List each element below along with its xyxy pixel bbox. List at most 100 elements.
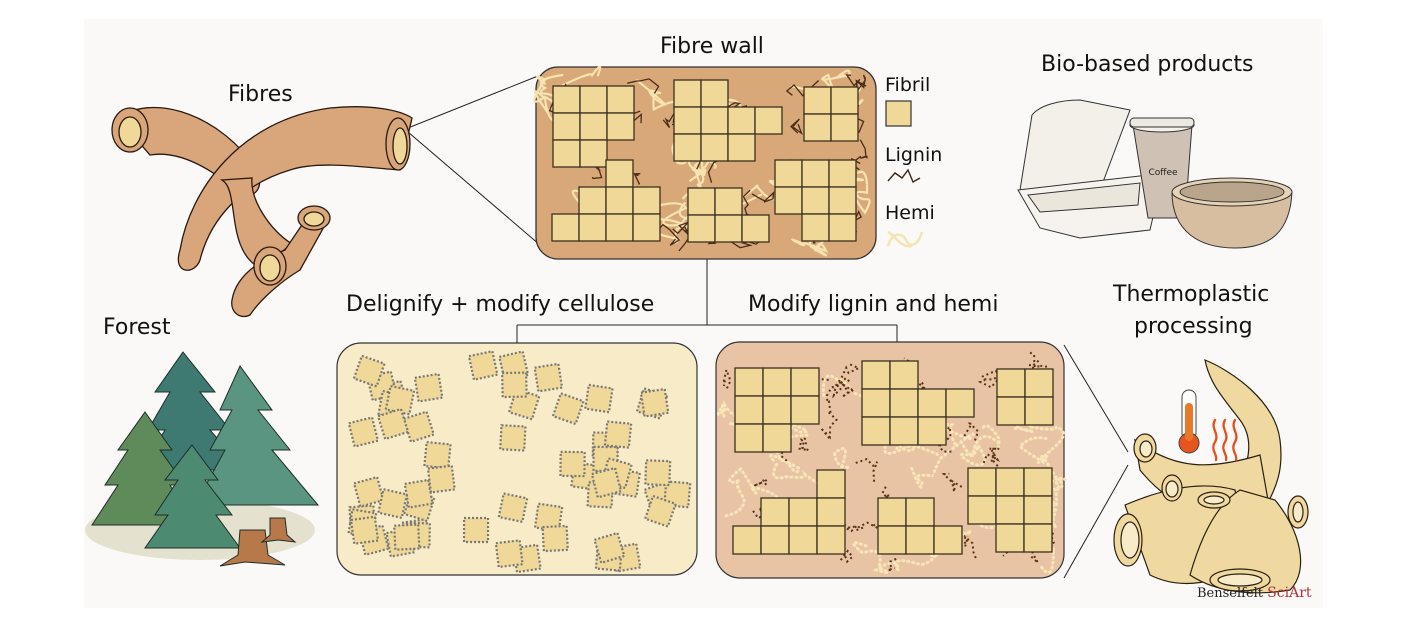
legend-hemi-label: Hemi (885, 202, 935, 224)
dispersed-fibril (393, 523, 421, 551)
fibril (967, 467, 997, 497)
fibril (552, 85, 581, 114)
fibril (801, 186, 830, 215)
dispersed-fibril (497, 492, 529, 524)
fibril (552, 112, 581, 141)
fibril (889, 388, 919, 418)
legend-fibril-swatch (885, 100, 912, 127)
fibril (760, 497, 790, 527)
fibril (673, 79, 702, 108)
fibril (673, 133, 702, 162)
fibril (995, 495, 1025, 525)
lignin-strand (798, 437, 809, 452)
fibril (877, 497, 907, 527)
fibril (996, 368, 1026, 398)
fibril (877, 525, 907, 555)
fibril (995, 523, 1025, 553)
fibril (828, 213, 857, 242)
fibril (734, 395, 764, 425)
fibril (606, 112, 635, 141)
dispersed-fibril (583, 383, 614, 414)
lignin-strand (832, 363, 862, 390)
fibril (632, 186, 661, 215)
fibril (995, 467, 1025, 497)
lignin-strand (723, 366, 732, 392)
fibril (605, 159, 634, 188)
lignin-strand (819, 410, 838, 440)
fibril (774, 159, 803, 188)
title-bio-based-products: Bio-based products (1041, 52, 1254, 77)
dispersed-fibril (413, 372, 444, 403)
fibril (1024, 396, 1054, 426)
dispersed-fibril (403, 478, 434, 509)
credit: Benselfelt SciArt (1197, 585, 1312, 601)
lignin-strand (838, 520, 858, 533)
fibril (1023, 467, 1053, 497)
fibril (790, 395, 820, 425)
fibril (727, 133, 756, 162)
lignin-strand (990, 451, 1000, 469)
dispersed-fibrils (347, 349, 692, 574)
fibril (803, 86, 832, 115)
fibril (861, 416, 891, 446)
lignin-strand (751, 191, 775, 203)
dispersed-fibril (663, 480, 692, 509)
lignin-strand (753, 476, 769, 487)
hemi-strand (791, 231, 830, 257)
title-fibres: Fibres (228, 82, 293, 107)
fibril (830, 113, 859, 142)
lignin-strand (825, 383, 841, 413)
fibril (762, 367, 792, 397)
dispersed-fibril (590, 466, 623, 499)
fibril (605, 213, 634, 242)
hemi-strand (959, 424, 1001, 467)
fibril (967, 495, 997, 525)
lignin-strand (853, 521, 878, 533)
fibril (579, 112, 608, 141)
fibril (933, 525, 963, 555)
fibril (762, 395, 792, 425)
heat-waves-icon (1212, 418, 1238, 462)
dispersed-fibril (462, 516, 490, 544)
lignin-strand (938, 424, 954, 453)
fibril (579, 139, 608, 168)
fibres-illustration (111, 106, 413, 318)
fibril (578, 213, 607, 242)
fibril (1023, 495, 1053, 525)
title-delignify: Delignify + modify cellulose (346, 292, 655, 317)
fibril (551, 213, 580, 242)
dispersed-fibril (352, 475, 385, 508)
lignin-strand (982, 447, 1000, 464)
credit-brand: SciArt (1267, 585, 1312, 601)
dispersed-fibril (593, 531, 626, 565)
dispersed-fibril (559, 450, 586, 478)
fibril (816, 497, 846, 527)
lignin-strand (627, 78, 660, 94)
dispersed-fibril (423, 440, 452, 470)
thermoplastic-illustration (1113, 359, 1309, 594)
fibril (605, 186, 634, 215)
fibril (803, 113, 832, 142)
fibril (996, 396, 1026, 426)
fibril (816, 469, 846, 499)
fibril (905, 525, 935, 555)
tree-front (144, 444, 241, 549)
fibril (734, 367, 764, 397)
fibril (632, 213, 661, 242)
hemi-strand (1018, 436, 1067, 492)
fibril (700, 106, 729, 135)
fibril (741, 214, 770, 243)
fibril (828, 186, 857, 215)
fibril (790, 367, 820, 397)
legend-hemi-swatch (886, 230, 924, 248)
delignified-box (336, 342, 698, 576)
fibril (673, 106, 702, 135)
hemi-strand (909, 422, 975, 489)
fibril (1023, 523, 1053, 553)
legend-fibril-label: Fibril (885, 74, 931, 96)
wall-fibril-grid (551, 79, 859, 243)
lignin-strand (633, 172, 641, 185)
fibril (606, 85, 635, 114)
fibril (774, 186, 803, 215)
dispersed-fibril (349, 515, 380, 545)
